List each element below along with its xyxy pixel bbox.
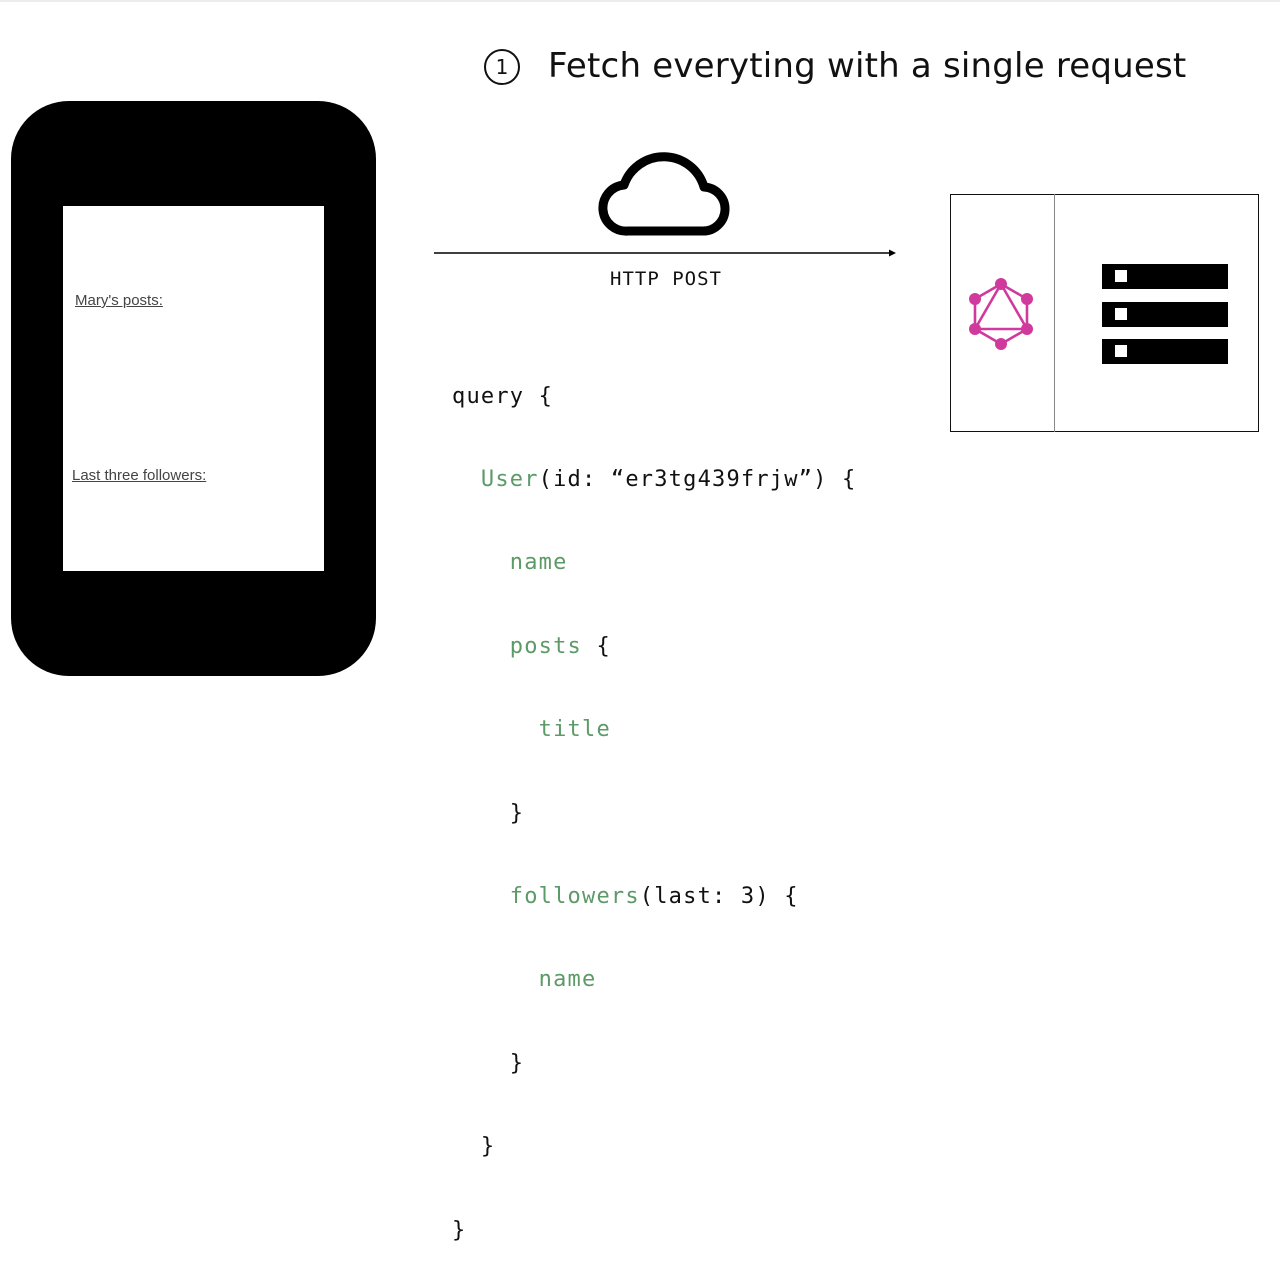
code-line: name <box>509 550 568 576</box>
slide-title: Fetch everyting with a single request <box>548 46 1187 86</box>
http-method-label: HTTP POST <box>610 268 722 290</box>
code-line: posts { <box>509 633 611 659</box>
server-rack-icon <box>1102 339 1228 364</box>
cloud-icon <box>598 152 730 236</box>
step-number-badge: 1 <box>484 49 520 85</box>
code-line: } <box>509 800 525 826</box>
graphql-logo-icon <box>969 278 1033 350</box>
code-line: User(id: “er3tg439frjw”) { <box>480 466 857 492</box>
server-rack-icon <box>1102 264 1228 289</box>
server-divider <box>1054 194 1055 432</box>
server-rack-icon <box>1102 302 1228 327</box>
followers-label: Last three followers: <box>72 467 207 484</box>
posts-label: Mary's posts: <box>75 292 163 309</box>
code-line: } <box>480 1134 496 1160</box>
code-line: name <box>538 967 597 993</box>
graphql-query-code: query { User(id: “er3tg439frjw”) { name … <box>452 327 856 1272</box>
code-line: query { <box>452 383 554 409</box>
code-line: title <box>538 717 611 743</box>
top-border <box>0 0 1280 2</box>
request-arrow <box>434 249 896 257</box>
phone-screen <box>63 206 324 571</box>
step-number: 1 <box>495 55 509 79</box>
code-line: } <box>509 1050 525 1076</box>
code-line: followers(last: 3) { <box>509 883 799 909</box>
graphql-server-box <box>950 194 1259 432</box>
code-line: } <box>452 1217 467 1243</box>
